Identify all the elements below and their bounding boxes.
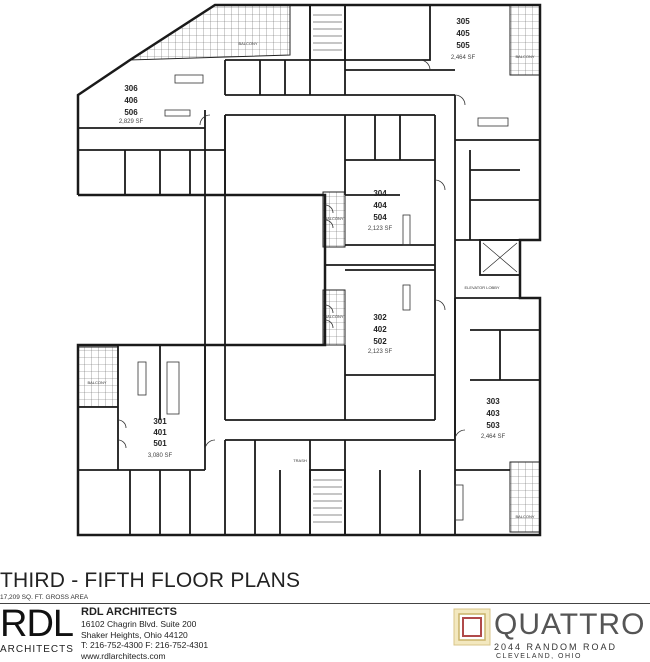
svg-text:506: 506 [124, 108, 138, 117]
rdl-logo-subtext: ARCHITECTS [0, 644, 74, 655]
balcony-303 [509, 461, 541, 533]
divider [0, 603, 650, 604]
trash-label: TRASH [293, 458, 307, 463]
architect-address-1: 16102 Chagrin Blvd. Suite 200 [81, 619, 197, 629]
balcony-305 [509, 4, 541, 76]
balcony-302 [322, 289, 346, 346]
balcony-label: BALCONY [238, 41, 257, 46]
elevator-lobby-label: ELEVATOR LOBBY [464, 285, 499, 290]
interior-walls [78, 4, 540, 536]
svg-text:302: 302 [373, 313, 387, 322]
architect-phone: T: 216-752-4300 F: 216-752-4301 [81, 640, 209, 650]
floor-plan: 305 405 505 2,464 SF 306 406 506 2,829 S… [76, 3, 542, 537]
svg-text:301: 301 [153, 417, 167, 426]
svg-text:303: 303 [486, 397, 500, 406]
rdl-logo: RDL [0, 603, 74, 645]
balcony-306 [128, 4, 291, 61]
svg-text:504: 504 [373, 213, 387, 222]
svg-text:304: 304 [373, 189, 387, 198]
balcony-label: BALCONY [324, 216, 343, 221]
balcony-label: BALCONY [324, 314, 343, 319]
unit-304-label: 304 404 504 2,123 SF [368, 189, 393, 232]
svg-text:2,464 SF: 2,464 SF [451, 55, 476, 61]
project-city: CLEVELAND, OHIO [496, 653, 582, 660]
svg-text:3,080 SF: 3,080 SF [148, 453, 173, 459]
page-title: THIRD - FIFTH FLOOR PLANS [0, 569, 301, 592]
svg-text:502: 502 [373, 337, 387, 346]
balcony-label: BALCONY [515, 54, 534, 59]
svg-text:501: 501 [153, 439, 167, 448]
unit-305-label: 305 405 505 2,464 SF [451, 17, 476, 61]
svg-text:503: 503 [486, 421, 500, 430]
unit-303-label: 303 403 503 2,464 SF [481, 397, 506, 440]
balconies [77, 4, 541, 533]
door-swings [117, 59, 466, 451]
architect-address-2: Shaker Heights, Ohio 44120 [81, 629, 188, 640]
fixtures [137, 74, 509, 521]
balcony-label: BALCONY [515, 514, 534, 519]
balcony-301 [77, 346, 119, 408]
svg-text:2,123 SF: 2,123 SF [368, 349, 393, 355]
svg-text:306: 306 [124, 84, 138, 93]
svg-text:401: 401 [153, 428, 167, 437]
svg-text:403: 403 [486, 409, 500, 418]
project-address: 2044 RANDOM ROAD [494, 642, 618, 652]
architect-name: RDL ARCHITECTS [81, 606, 177, 618]
unit-302-label: 302 402 502 2,123 SF [368, 313, 393, 355]
svg-text:405: 405 [456, 29, 470, 38]
svg-text:2,123 SF: 2,123 SF [368, 226, 393, 232]
svg-text:402: 402 [373, 325, 387, 334]
unit-301-label: 301 401 501 3,080 SF [148, 417, 173, 459]
svg-text:2,829 SF: 2,829 SF [119, 119, 144, 125]
quattro-logo-icon [453, 608, 491, 646]
architect-info: RDL ARCHITECTS 16102 Chagrin Blvd. Suite… [81, 606, 208, 661]
architect-website: www.rdlarchitects.com [81, 650, 166, 661]
svg-text:2,464 SF: 2,464 SF [481, 434, 506, 440]
unit-306-label: 306 406 506 2,829 SF [119, 84, 144, 125]
svg-text:406: 406 [124, 96, 138, 105]
svg-text:305: 305 [456, 17, 470, 26]
balcony-label: BALCONY [87, 380, 106, 385]
project-name: QUATTRO [494, 608, 646, 641]
svg-text:505: 505 [456, 41, 470, 50]
svg-text:404: 404 [373, 201, 387, 210]
gross-area: 17,209 SQ. FT. GROSS AREA [0, 594, 89, 601]
